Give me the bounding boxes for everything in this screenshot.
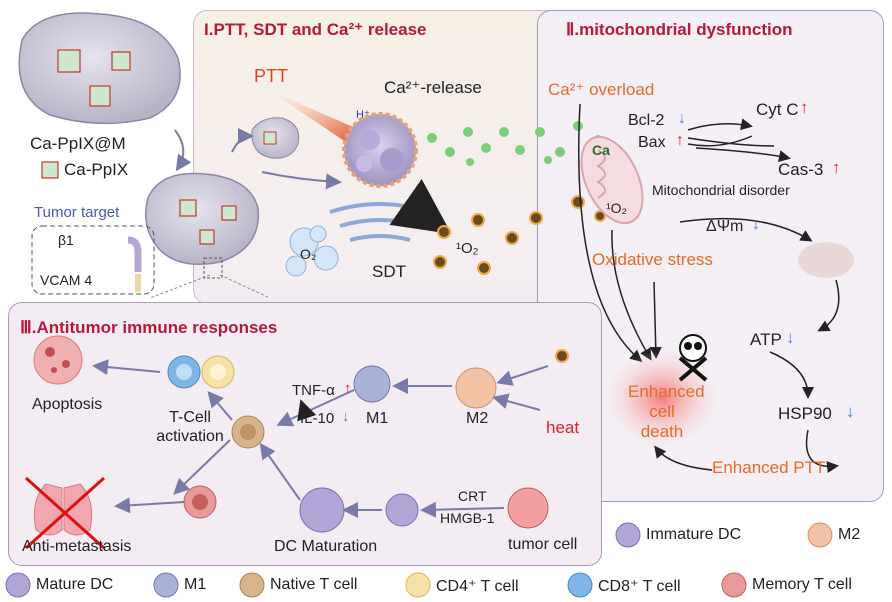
tumor-target-label: Tumor target	[34, 204, 120, 221]
tumor-target-box	[31, 225, 155, 295]
legend-immature-dc-icon	[615, 522, 641, 548]
tumor-cell-large	[18, 12, 181, 125]
ca-ppix-nanoparticle	[342, 112, 418, 188]
legend-cd8: CD8⁺ T cell	[598, 578, 681, 595]
m2-label: M2	[466, 410, 489, 427]
dc-mature	[299, 487, 345, 533]
enhanced-ptt-label: Enhanced PTT	[712, 458, 826, 477]
apoptosis-cell	[33, 335, 83, 385]
bax-up-arrow: ↑	[676, 132, 684, 149]
panel1-title: I.PTT, SDT and Ca²⁺ release	[204, 20, 427, 39]
bcl2-label: Bcl-2	[628, 112, 665, 129]
legend-mature-dc: Mature DC	[36, 576, 114, 593]
legend-mature-dc-icon	[5, 572, 31, 598]
delta-psi-label: ΔΨm	[706, 218, 744, 235]
ca-release-label: Ca²⁺-release	[384, 78, 482, 97]
atp-label: ATP	[750, 330, 782, 349]
tnf-up-arrow: ↑	[344, 380, 352, 397]
cytc-up-arrow: ↑	[800, 98, 809, 117]
cas3-up-arrow: ↑	[832, 158, 841, 177]
legend-memory-icon	[721, 572, 747, 598]
dc-immature	[385, 493, 419, 527]
singlet-o2-label: ¹O₂	[456, 240, 479, 257]
damaged-mitochondrion	[798, 242, 854, 278]
panel2-title: Ⅱ.mitochondrial dysfunction	[566, 20, 793, 39]
tnf-label: TNF-α	[292, 382, 335, 399]
legend-m2-icon	[807, 522, 833, 548]
h-ion-label: H⁺	[356, 109, 370, 121]
legend-m1: M1	[184, 576, 207, 593]
legend-immature-dc: Immature DC	[646, 526, 742, 543]
tumor-cell-label: tumor cell	[508, 536, 578, 553]
mito-disorder-label: Mitochondrial disorder	[652, 182, 790, 198]
core-label: Ca-PpIX	[64, 160, 129, 179]
oxidative-stress-label: Oxidative stress	[592, 250, 713, 269]
legend-memory-t: Memory T cell	[752, 576, 852, 593]
il10-down-arrow: ↓	[342, 408, 350, 425]
ultrasound-waves	[329, 202, 431, 242]
m1-label: M1	[366, 410, 389, 427]
ca-in-mito-label: Ca	[592, 142, 610, 158]
np-label: Ca-PpIX@M	[30, 134, 126, 153]
ca-overload-label: Ca²⁺ overload	[548, 80, 655, 99]
heat-label: heat	[546, 418, 580, 437]
tumor-cell-target	[145, 172, 260, 265]
tcell-activation-label: T-Cell activation	[156, 409, 224, 445]
o2-in-mito-label: ¹O₂	[606, 200, 627, 216]
oxygen-bubbles	[285, 225, 339, 277]
legend-cd4: CD4⁺ T cell	[436, 578, 519, 595]
m1-macrophage	[353, 365, 391, 403]
mitochondrion	[580, 135, 644, 225]
vcam-label: VCAM 4	[40, 272, 93, 288]
atp-down-arrow: ↓	[786, 328, 795, 347]
legend-m1-icon	[153, 572, 179, 598]
anti-metastasis-label: Anti-metastasis	[22, 538, 132, 555]
cell-death-label: Enhanced cell death	[628, 382, 705, 441]
hsp90-label: HSP90	[778, 404, 832, 423]
cas3-label: Cas-3	[778, 160, 824, 179]
legend-m2: M2	[838, 526, 861, 543]
legend-native-t: Native T cell	[270, 576, 358, 593]
ptt-beam	[268, 90, 360, 146]
il10-label: IL-10	[300, 410, 335, 427]
cytc-label: Cyt C	[756, 100, 799, 119]
panel-immune	[8, 302, 602, 566]
tumor-cell-small	[507, 487, 549, 529]
nanoparticle-core	[57, 49, 131, 107]
hsp90-down-arrow: ↓	[846, 402, 855, 421]
legend-cd8-icon	[567, 572, 593, 598]
sdt-label: SDT	[372, 262, 406, 281]
m2-macrophage	[455, 367, 497, 409]
calcium-particles	[427, 121, 603, 166]
bcl2-down-arrow: ↓	[678, 110, 686, 127]
skull-icon	[678, 334, 708, 382]
hmgb1-label: HMGB-1	[440, 510, 495, 526]
o2-label: O₂	[300, 246, 317, 262]
delta-psi-down-arrow: ↓	[752, 216, 760, 233]
bax-label: Bax	[638, 134, 666, 151]
legend-cd4-icon	[405, 572, 431, 598]
singlet-oxygen-stars	[433, 195, 606, 363]
legend-native-t-icon	[239, 572, 265, 598]
crt-label: CRT	[458, 488, 487, 504]
panel3-title: Ⅲ.Antitumor immune responses	[20, 318, 278, 337]
beta1-label: β1	[58, 232, 74, 248]
dc-maturation-label: DC Maturation	[274, 538, 378, 555]
ptt-label: PTT	[254, 66, 288, 86]
apoptosis-label: Apoptosis	[32, 396, 103, 413]
ca-ppix-icon	[41, 161, 59, 179]
